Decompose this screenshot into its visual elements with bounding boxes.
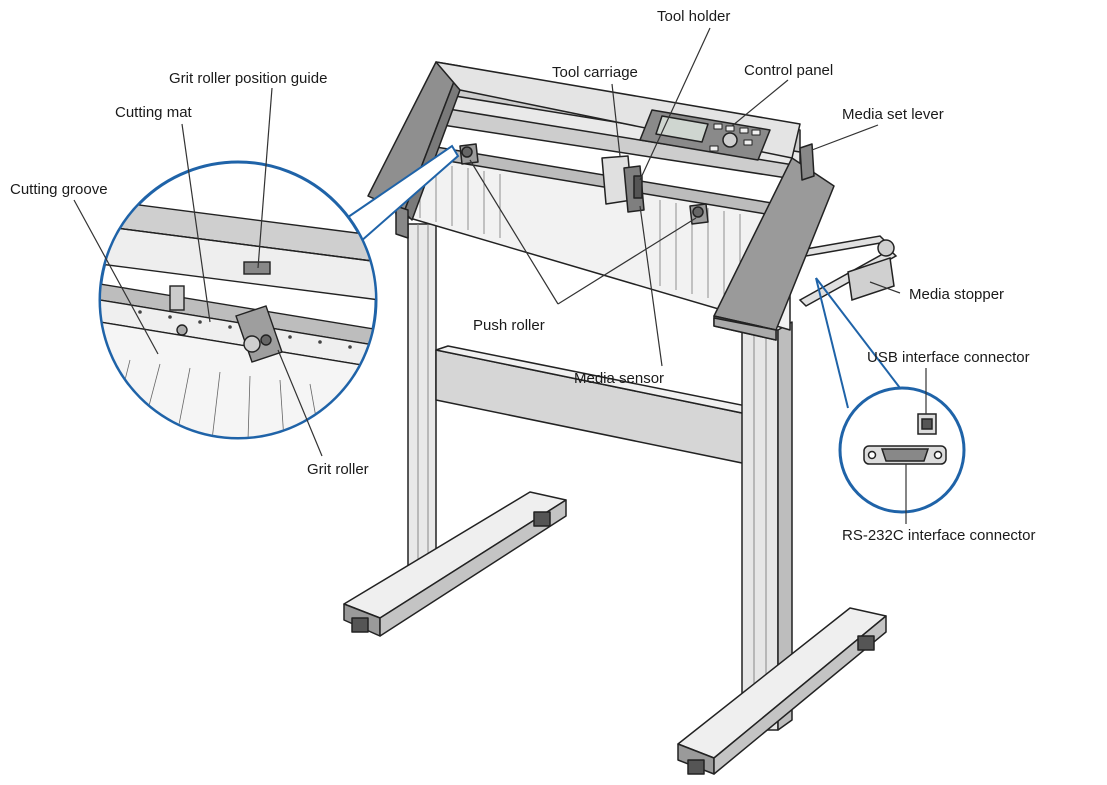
label-media-stopper: Media stopper (909, 286, 1005, 303)
media-basket (798, 235, 898, 307)
usb-port-icon (917, 413, 937, 435)
port-callout (815, 277, 966, 514)
label-media-set-lever: Media set lever (842, 106, 944, 123)
label-grit-roller: Grit roller (307, 461, 369, 478)
label-cutting-mat: Cutting mat (115, 104, 192, 121)
label-tool-holder: Tool holder (657, 8, 731, 25)
leader-lines (73, 27, 927, 524)
label-usb-interface-connector: USB interface connector (867, 349, 1030, 366)
label-grit-roller-position-guide: Grit roller position guide (169, 70, 328, 87)
zoom-callout (98, 144, 460, 440)
label-media-sensor: Media sensor (574, 370, 665, 387)
stand (343, 223, 887, 775)
label-push-roller: Push roller (473, 317, 545, 334)
label-tool-carriage: Tool carriage (552, 64, 638, 81)
label-rs232c-interface-connector: RS-232C interface connector (842, 527, 1036, 544)
plotter-body (367, 61, 835, 341)
serial-port-icon (863, 445, 947, 465)
label-control-panel: Control panel (744, 62, 834, 79)
label-cutting-groove: Cutting groove (10, 181, 108, 198)
